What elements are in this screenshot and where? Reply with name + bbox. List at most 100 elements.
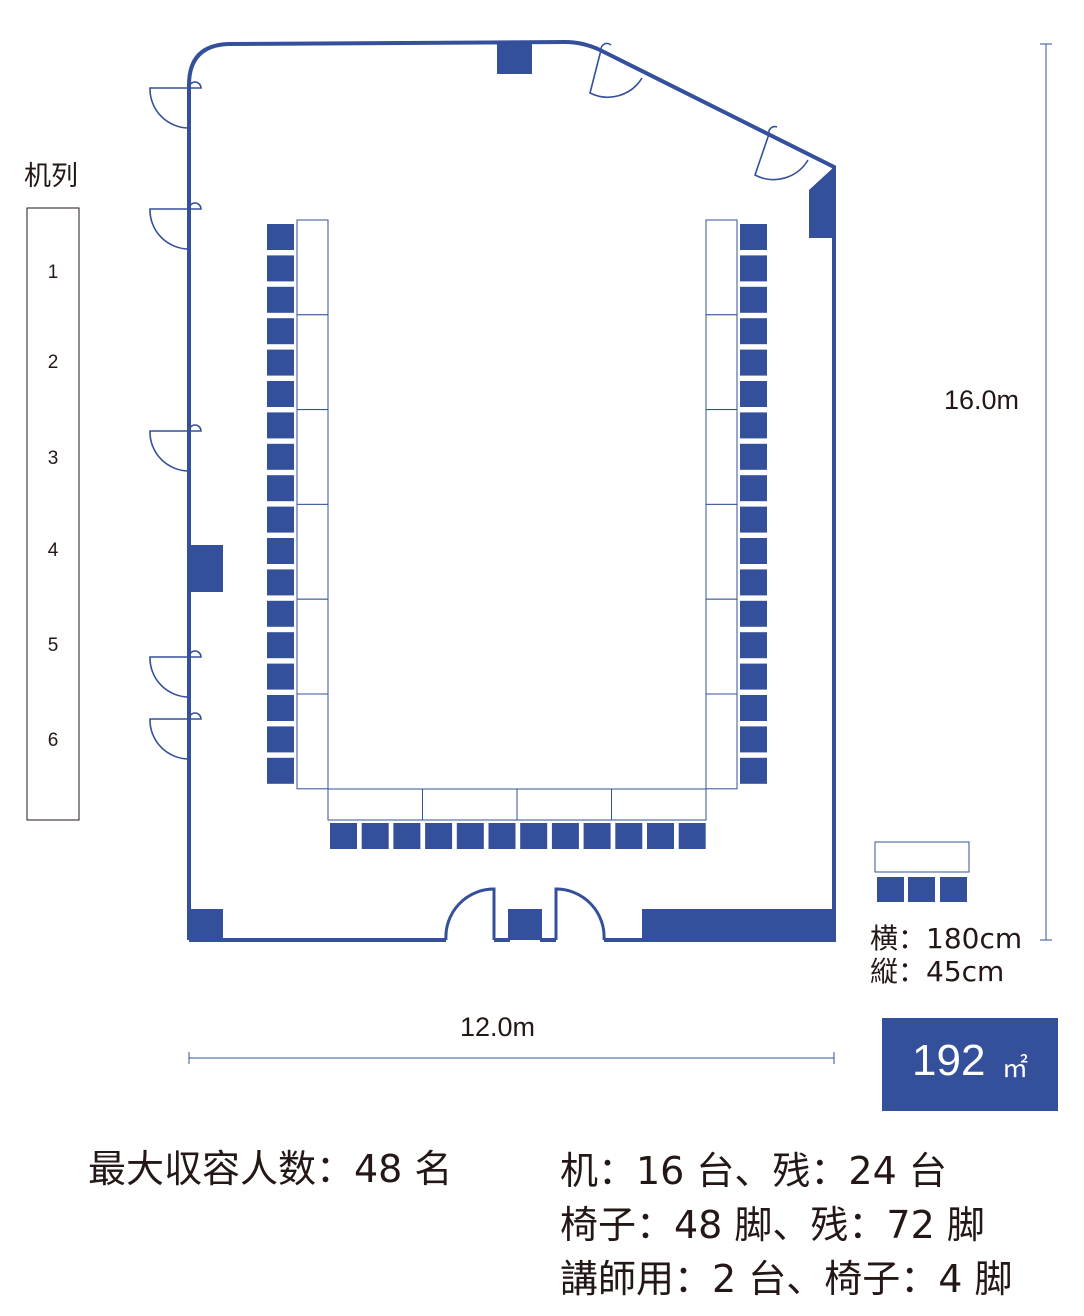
chair-bottom [330, 823, 357, 849]
inventory-lecturer: 講師用：2 台、椅子：4 脚 [560, 1257, 1013, 1301]
desk-left [296, 409, 329, 505]
chair-right [740, 224, 767, 250]
chair-bottom [647, 823, 674, 849]
pillar-left [189, 545, 223, 592]
chair-right [740, 286, 767, 313]
column-number: 4 [47, 540, 59, 561]
door-bottom-right [554, 887, 606, 941]
chair-bottom [361, 823, 389, 849]
chair-right [740, 726, 767, 753]
chair-left [267, 318, 294, 345]
desk-layout [296, 219, 738, 821]
chair-left [267, 600, 294, 627]
desk-bottom [611, 788, 707, 821]
desk-left [296, 314, 329, 411]
chair-right [740, 506, 767, 533]
chair-right [740, 632, 767, 659]
desk-bottom [516, 788, 612, 821]
chair-left [267, 443, 294, 470]
door-left-1 [149, 81, 202, 129]
chair-left [267, 506, 294, 533]
chair-bottom [551, 823, 579, 849]
chair-right [740, 381, 767, 407]
counter-bottom-right [642, 909, 834, 940]
desk-legend [874, 841, 970, 902]
chair-layout [267, 224, 767, 849]
chair-bottom [678, 823, 706, 849]
chair-left [267, 286, 294, 313]
chair-left [267, 726, 294, 753]
desk-right [705, 598, 738, 695]
pillar-top [497, 42, 532, 74]
room-walls [187, 39, 836, 942]
chair-left [267, 381, 294, 407]
legend-chair [908, 877, 935, 902]
chair-right [740, 757, 767, 784]
chair-bottom [520, 823, 548, 849]
pillar-top-right [809, 167, 834, 238]
desk-left [296, 693, 329, 790]
desk-right [705, 409, 738, 505]
chair-right [740, 600, 767, 627]
chair-right [740, 695, 767, 721]
chair-right [740, 443, 767, 470]
column-box [26, 207, 80, 821]
chair-left [267, 632, 294, 659]
chair-left [267, 412, 294, 439]
pillar-bottom-left [189, 909, 223, 940]
chair-right [740, 663, 767, 690]
chair-right [740, 475, 767, 502]
desk-depth-spec: 縦：45cm [870, 955, 1005, 988]
desk-bottom [327, 788, 423, 821]
chair-right [740, 569, 767, 596]
desk-right [705, 314, 738, 411]
height-dimension: 16.0m [944, 385, 1020, 415]
pillar-bottom-mid [508, 909, 542, 940]
column-title: 机列 [24, 161, 78, 192]
inventory-desks: 机：16 台、残：24 台 [560, 1149, 947, 1193]
door-bottom-left [444, 887, 496, 941]
column-number: 2 [47, 352, 59, 373]
chair-bottom [393, 823, 421, 849]
dimension-lines [188, 43, 1052, 1064]
column-number: 3 [47, 448, 59, 469]
column-number: 5 [47, 635, 59, 656]
width-dimension: 12.0m [460, 1012, 536, 1042]
capacity-text: 最大収容人数：48 名 [88, 1147, 453, 1191]
area-unit: ㎡ [1002, 1054, 1029, 1084]
chair-right [740, 318, 767, 345]
chair-bottom [425, 823, 453, 849]
desk-left [296, 219, 329, 316]
chair-left [267, 569, 294, 596]
legend-chair [877, 877, 904, 902]
fixtures [189, 42, 834, 940]
chair-right [740, 349, 767, 376]
wall-outline [187, 39, 836, 942]
column-number: 6 [47, 730, 59, 751]
chair-left [267, 538, 294, 564]
chair-right [740, 538, 767, 564]
legend-desk-rect [874, 841, 970, 873]
chair-left [267, 255, 294, 282]
chair-left [267, 475, 294, 502]
door-left-4 [149, 650, 202, 698]
chair-left [267, 695, 294, 721]
inventory-chairs: 椅子：48 脚、残：72 脚 [560, 1203, 985, 1247]
chair-bottom [456, 823, 484, 849]
desk-bottom [422, 788, 518, 821]
chair-left [267, 663, 294, 690]
chair-bottom [488, 823, 516, 849]
door-left-2 [149, 202, 202, 250]
desk-right [705, 503, 738, 600]
chair-left [267, 224, 294, 250]
area-value: 192 [912, 1036, 986, 1085]
door-left-3 [149, 424, 202, 472]
door-top-2 [754, 125, 809, 181]
chair-left [267, 757, 294, 784]
area-badge: 192 ㎡ [882, 1018, 1058, 1111]
column-number: 1 [47, 262, 59, 283]
chair-bottom [583, 823, 611, 849]
chair-right [740, 412, 767, 439]
chair-right [740, 255, 767, 282]
